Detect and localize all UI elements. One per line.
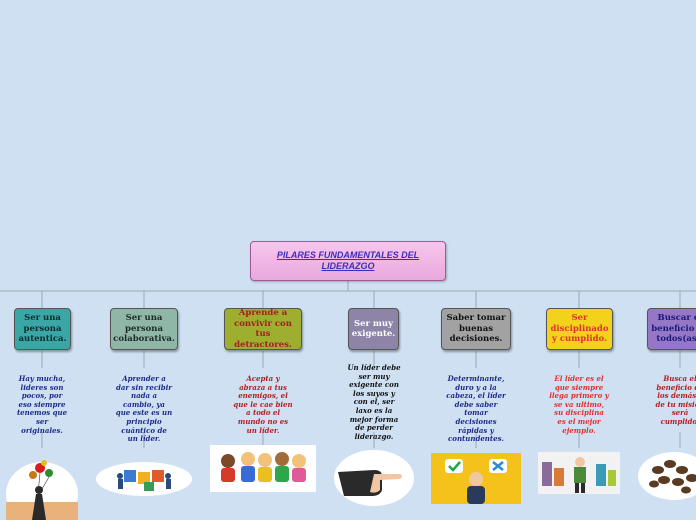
pillar-description-6: Busca el beneficio de los demás y de tu … (655, 374, 696, 426)
root-title: PILARES FUNDAMENTALES DEL LIDERAZGO (276, 250, 420, 271)
pillar-description-3: Un líder debe ser muy exigente con los s… (347, 363, 401, 441)
pillar-title: Saber tomar buenas decisiones. (446, 313, 506, 345)
pillar-title: Buscar el beneficio de todos(as). (651, 313, 696, 345)
pillar-title: Ser disciplinado y cumplido. (550, 313, 609, 345)
pillar-node-1[interactable]: Ser una persona colaborativa. (110, 308, 178, 350)
pillar-description-4: Determinante, duro y a la cabeza, el líd… (446, 374, 506, 444)
city-man-icon (538, 452, 620, 494)
root-node[interactable]: PILARES FUNDAMENTALES DEL LIDERAZGO (250, 241, 446, 281)
man-balloons-icon (6, 458, 78, 520)
decision-man-icon (431, 453, 521, 504)
coffee-beans-icon (638, 452, 696, 500)
connector-lines (0, 280, 696, 448)
pillar-description-5: El líder es el que siempre llega primero… (549, 374, 609, 435)
pointing-hand-icon (334, 450, 414, 506)
pillar-description-1: Aprender a dar sin recibir nada a cambio… (115, 374, 173, 444)
pillar-node-4[interactable]: Saber tomar buenas decisiones. (441, 308, 511, 350)
pillar-node-2[interactable]: Aprende a convivir con tus detractores. (224, 308, 302, 350)
pillar-node-5[interactable]: Ser disciplinado y cumplido. (546, 308, 613, 350)
pillar-title: Aprende a convivir con tus detractores. (234, 308, 292, 350)
pillar-title: Ser una persona autentica. (18, 313, 67, 345)
pillar-description-0: Hay mucha, lideres son pocos, por eso si… (16, 374, 68, 435)
pillar-node-0[interactable]: Ser una persona autentica. (14, 308, 71, 350)
pillar-title: Ser muy exigente. (351, 318, 396, 340)
pillar-node-3[interactable]: Ser muy exigente. (348, 308, 399, 350)
kids-group-icon (210, 445, 316, 492)
pillar-description-2: Acepta y abraza a tus enemigos, el que l… (233, 374, 293, 435)
puzzle-team-icon (96, 462, 192, 496)
pillar-node-6[interactable]: Buscar el beneficio de todos(as). (647, 308, 696, 350)
pillar-title: Ser una persona colaborativa. (113, 313, 175, 345)
